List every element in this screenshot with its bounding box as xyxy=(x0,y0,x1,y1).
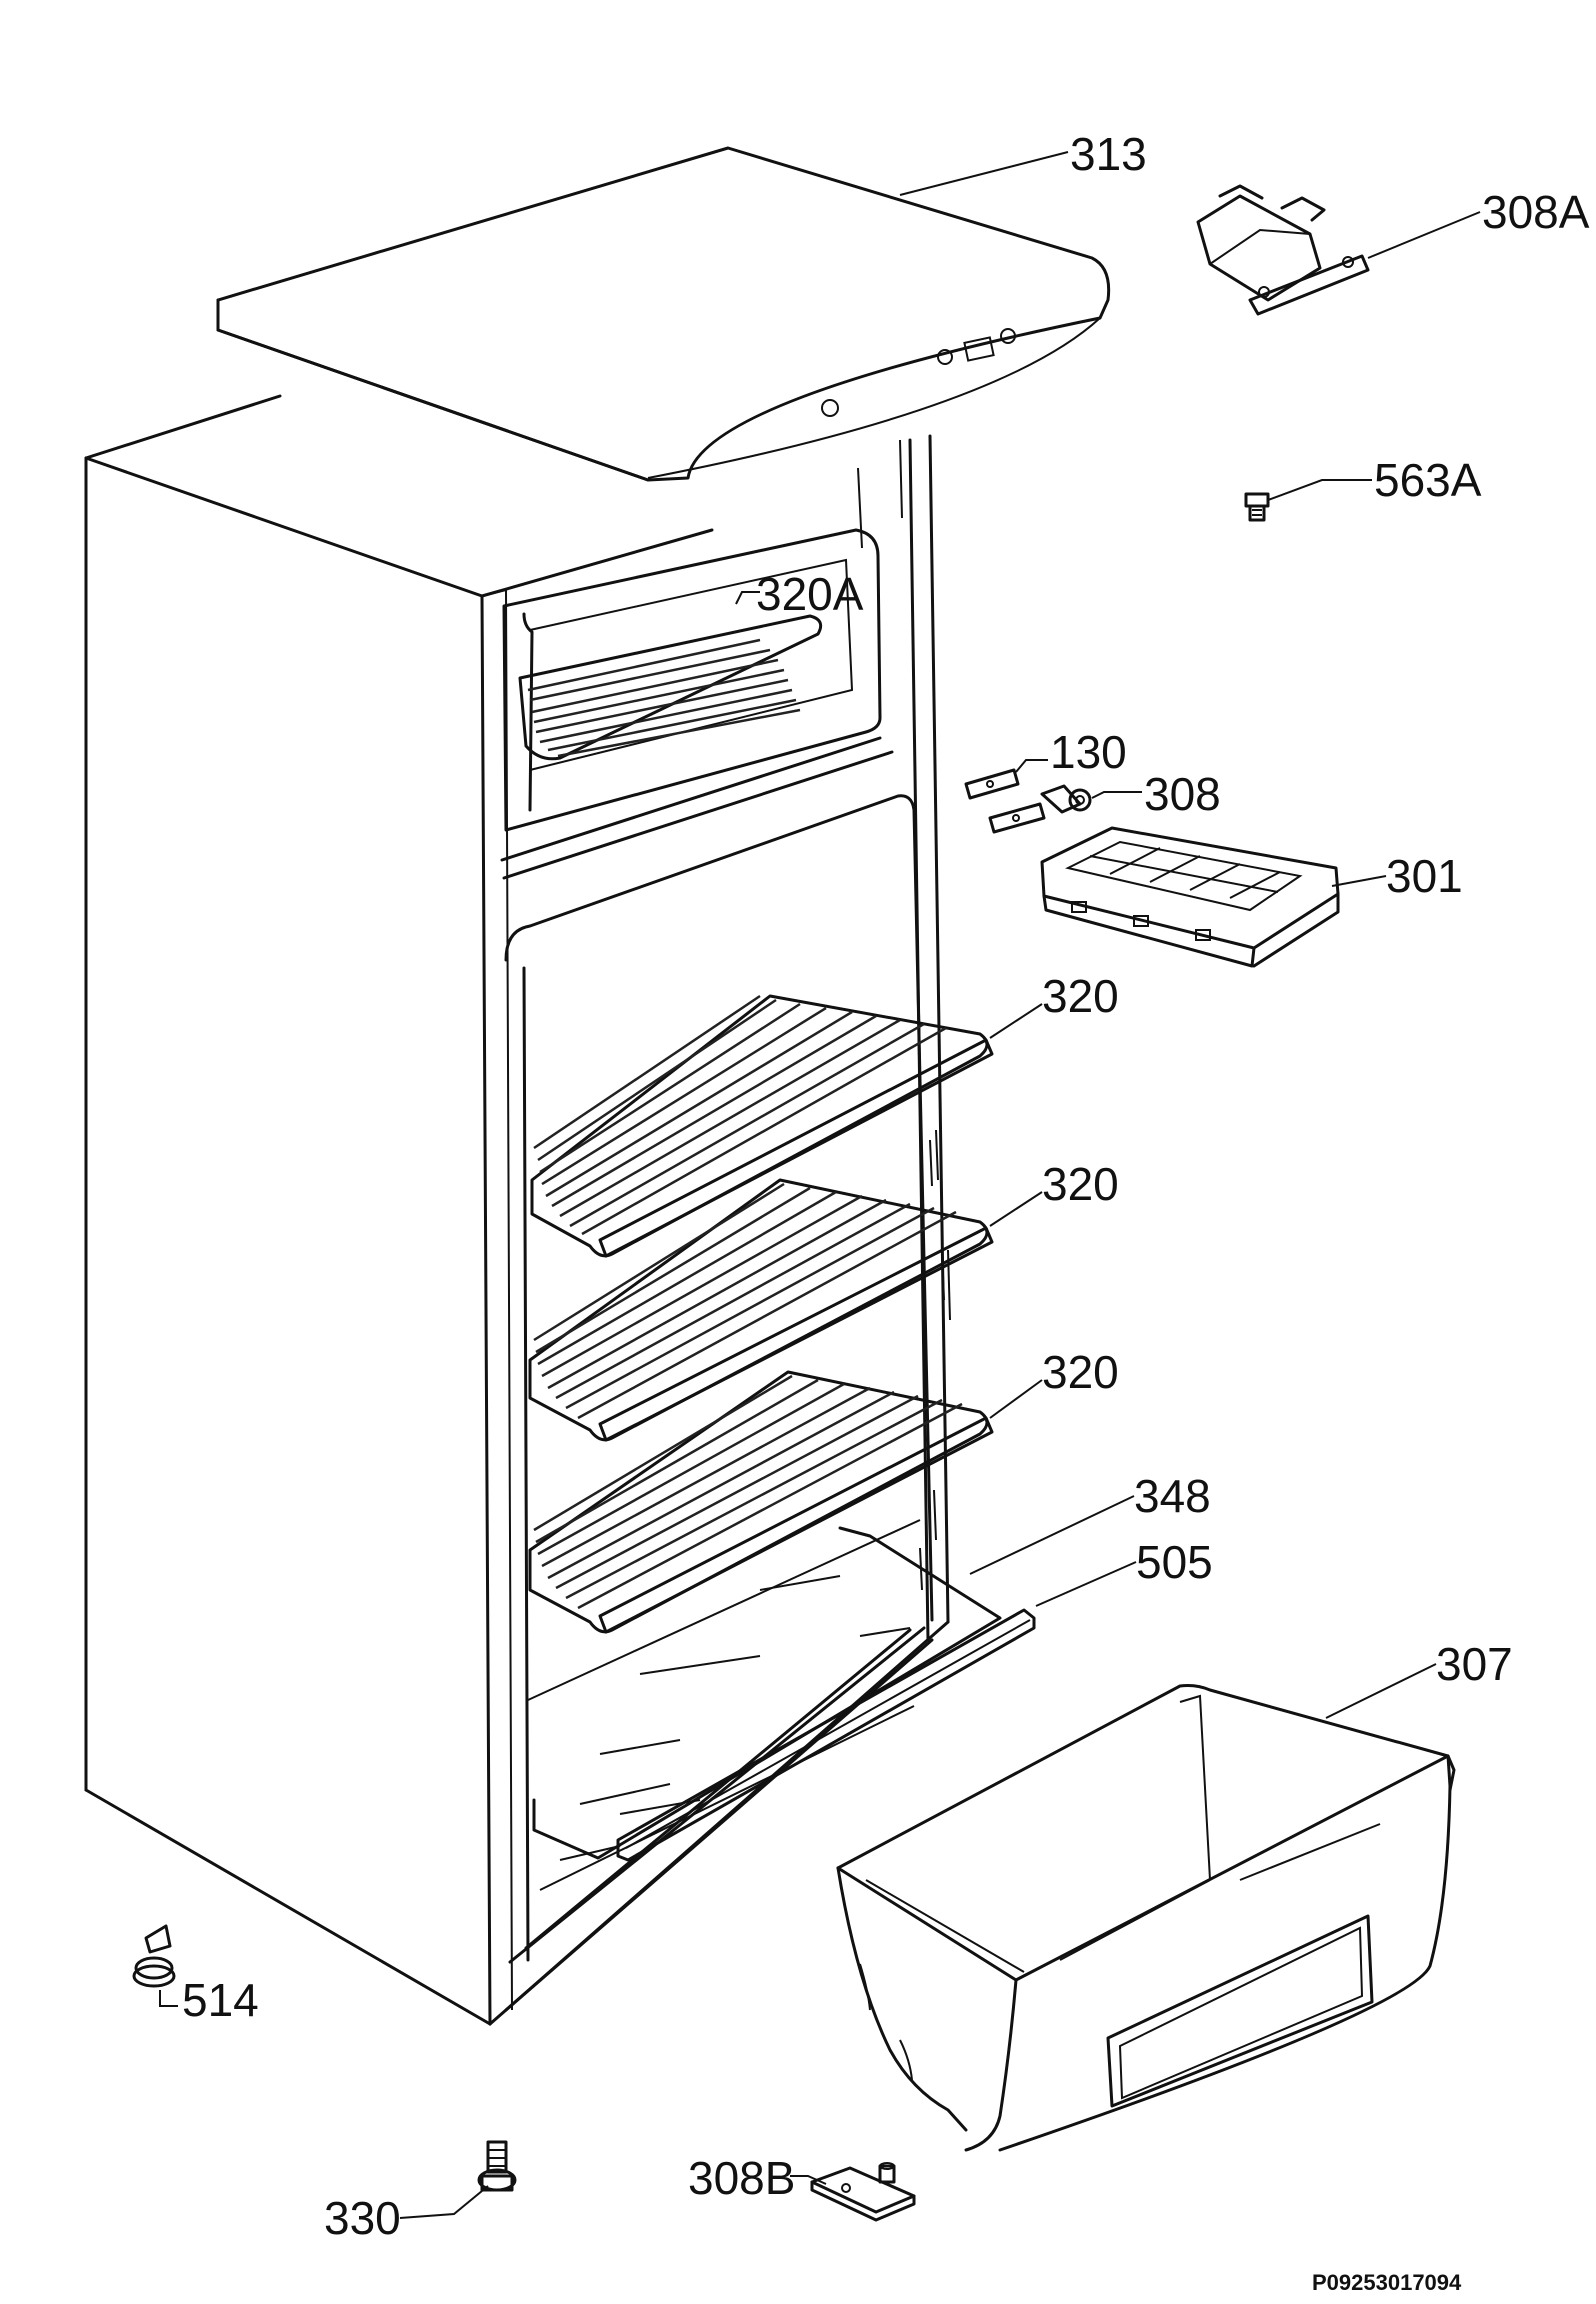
callout-301: 301 xyxy=(1386,850,1463,902)
callout-313: 313 xyxy=(1070,128,1147,180)
callout-308b: 308B xyxy=(688,2152,795,2204)
bottom-hinge-part xyxy=(810,2162,916,2222)
callout-320-2: 320 xyxy=(1042,1158,1119,1210)
callout-514: 514 xyxy=(182,1974,259,2026)
callout-320-1: 320 xyxy=(1042,970,1119,1022)
screw-563a-part xyxy=(1244,492,1270,522)
callout-308: 308 xyxy=(1144,768,1221,820)
fridge-shelf-1 xyxy=(530,994,994,1258)
top-hinge-part xyxy=(1196,184,1370,316)
foot-514-part xyxy=(132,1924,176,1988)
foot-330-part xyxy=(477,2140,517,2192)
top-cover-part xyxy=(216,146,1111,482)
callout-320-3: 320 xyxy=(1042,1346,1119,1398)
callout-320a: 320A xyxy=(756,568,864,620)
fridge-shelf-3 xyxy=(528,1370,994,1634)
callout-330: 330 xyxy=(324,2192,401,2244)
cabinet-body-part xyxy=(84,394,951,2026)
callout-348: 348 xyxy=(1134,1470,1211,1522)
shelf-trim-505 xyxy=(616,1608,1036,1862)
callout-307: 307 xyxy=(1436,1638,1513,1690)
callout-308a: 308A xyxy=(1482,186,1590,238)
callout-505: 505 xyxy=(1136,1536,1213,1588)
callout-563a: 563A xyxy=(1374,454,1482,506)
callout-130: 130 xyxy=(1050,726,1127,778)
part-130 xyxy=(964,768,1046,834)
crisper-drawer-307 xyxy=(836,1684,1456,2152)
fridge-shelf-2 xyxy=(528,1178,994,1442)
freezer-shelf-320a xyxy=(518,614,823,761)
drawing-code: P09253017094 xyxy=(1312,2270,1462,2295)
ice-tray-301 xyxy=(1040,826,1340,968)
middle-hinge-part xyxy=(1040,784,1092,814)
